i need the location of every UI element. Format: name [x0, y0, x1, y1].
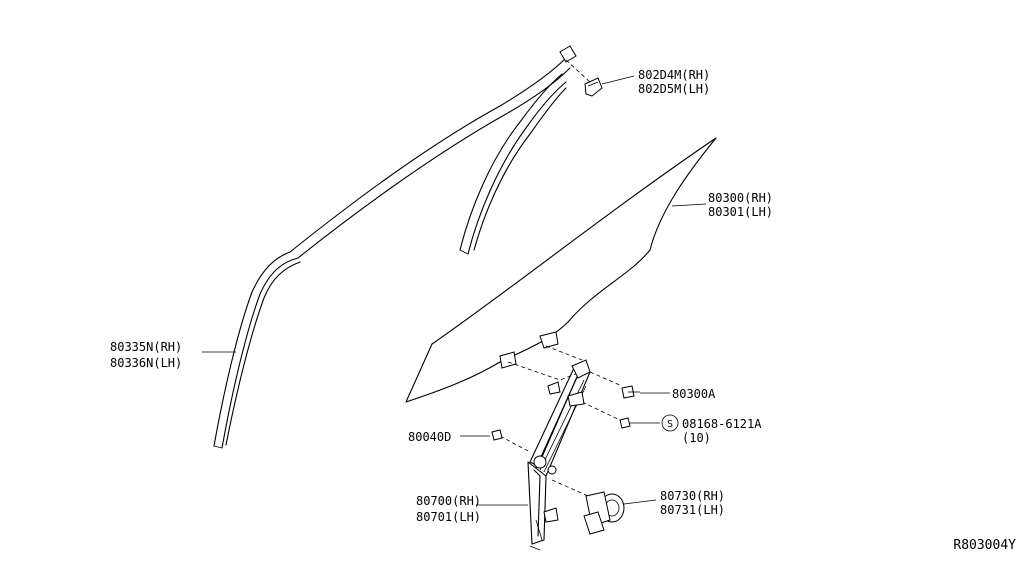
- label-screw: 08168-6121A: [682, 417, 762, 431]
- diagram-reference-code: R803004Y: [953, 538, 1016, 553]
- glass-retainer-clip: [565, 59, 635, 97]
- clip-80040d: [460, 429, 503, 441]
- label-regulator-lh: 80701(LH): [416, 510, 481, 524]
- label-sash-lh: 80336N(LH): [110, 356, 182, 370]
- label-screw-symbol: S: [667, 419, 673, 430]
- label-glass-rh: 80300(RH): [708, 191, 773, 205]
- bolt-80300a: [621, 385, 670, 399]
- label-sash-rh: 80335N(RH): [110, 340, 182, 354]
- label-motor-rh: 80730(RH): [660, 489, 725, 503]
- label-glass-lh: 80301(LH): [708, 205, 773, 219]
- label-retainer-lh: 802D5M(LH): [638, 82, 710, 96]
- door-sash-moulding: [213, 45, 577, 449]
- assembly-dash-lines: [499, 345, 623, 497]
- label-bolt: 80300A: [672, 387, 716, 401]
- label-screw-qty: (10): [682, 431, 711, 445]
- label-retainer-rh: 802D4M(RH): [638, 68, 710, 82]
- label-clip: 80040D: [408, 430, 451, 444]
- glass-run-channel: [459, 73, 567, 255]
- label-regulator-rh: 80700(RH): [416, 494, 481, 508]
- label-motor-lh: 80731(LH): [660, 503, 725, 517]
- regulator-motor: [583, 491, 657, 535]
- screw-08168: [619, 414, 679, 432]
- door-glass-panel: [405, 137, 717, 403]
- window-regulator: [476, 359, 591, 551]
